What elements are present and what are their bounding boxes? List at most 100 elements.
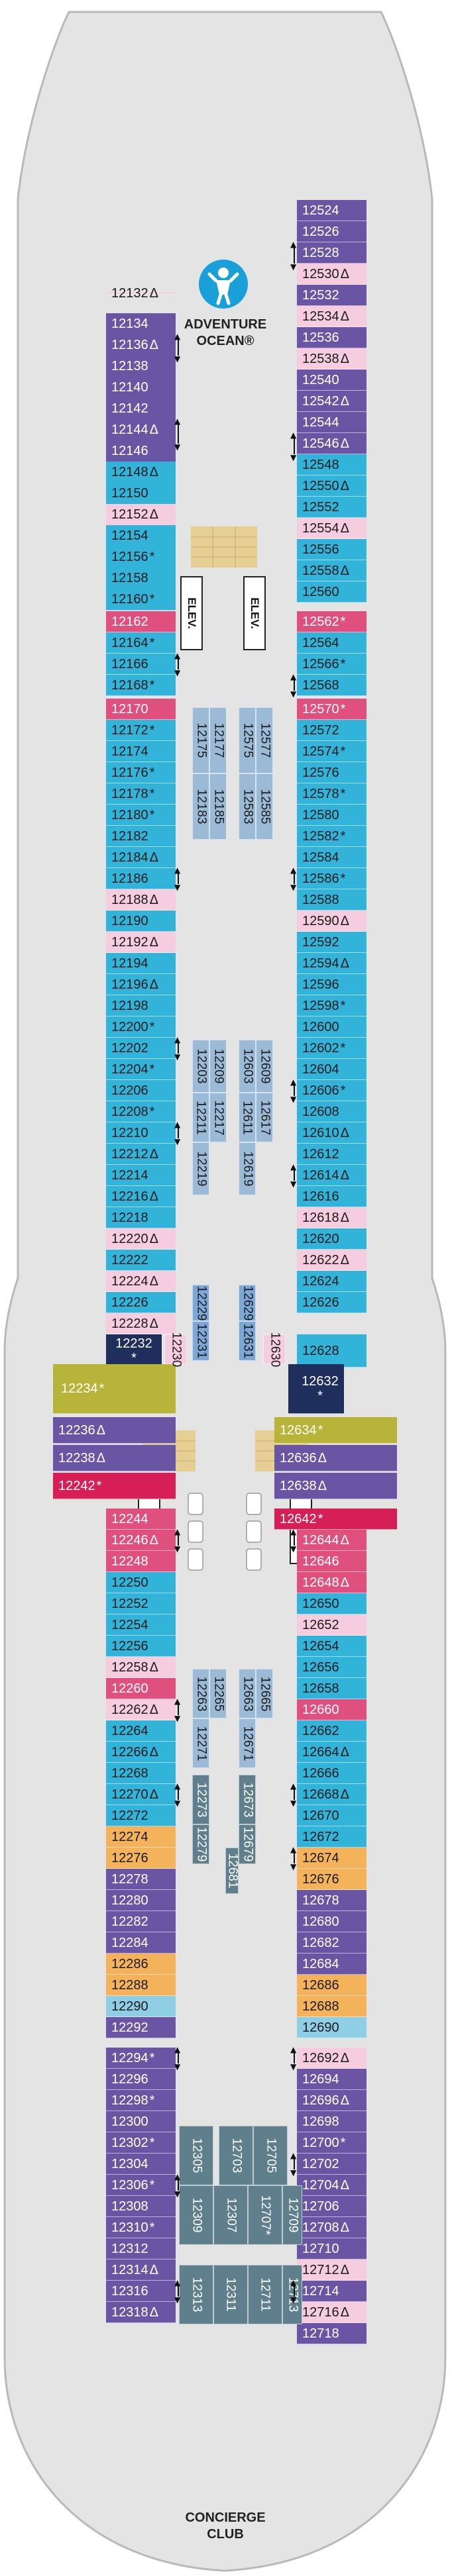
cabin-12575[interactable]: 12575 [239,707,256,773]
cabin-12278[interactable]: 12278 [106,1869,176,1890]
cabin-12544[interactable]: 12544 [297,412,366,433]
cabin-12217[interactable]: 12217 [209,1093,227,1142]
cabin-12707[interactable]: 12707* [248,2185,282,2245]
cabin-12292[interactable]: 12292 [106,2017,176,2038]
cabin-12138[interactable]: 12138 [106,356,176,377]
cabin-12272[interactable]: 12272 [106,1805,176,1826]
cabin-12265[interactable]: 12265 [209,1669,227,1718]
cabin-12714[interactable]: 12714 [297,2281,366,2302]
cabin-12313[interactable]: 12313 [179,2265,213,2324]
cabin-12242[interactable]: 12242* [53,1473,176,1499]
cabin-12234[interactable]: 12234* [53,1364,176,1414]
cabin-12566[interactable]: 12566* [297,654,366,675]
cabin-12273[interactable]: 12273 [192,1775,209,1824]
cabin-12158[interactable]: 12158 [106,568,176,589]
cabin-12628[interactable]: 12628 [297,1334,366,1367]
cabin-12182[interactable]: 12182 [106,826,176,847]
cabin-12162[interactable]: 12162 [106,611,176,632]
cabin-12164[interactable]: 12164* [106,632,176,654]
cabin-12686[interactable]: 12686 [297,1975,366,1996]
cabin-12586[interactable]: 12586* [297,868,366,889]
cabin-12176[interactable]: 12176* [106,762,176,783]
cabin-12150[interactable]: 12150 [106,483,176,505]
cabin-12710[interactable]: 12710 [297,2238,366,2259]
cabin-12620[interactable]: 12620 [297,1228,366,1250]
cabin-12552[interactable]: 12552 [297,497,366,518]
cabin-12296[interactable]: 12296 [106,2069,176,2090]
cabin-12226[interactable]: 12226 [106,1292,176,1313]
cabin-12305[interactable]: 12305 [179,2126,213,2185]
cabin-12271[interactable]: 12271 [192,1718,209,1768]
cabin-12209[interactable]: 12209 [209,1040,227,1093]
cabin-12574[interactable]: 12574* [297,741,366,762]
cabin-12598[interactable]: 12598* [297,995,366,1016]
cabin-12218[interactable]: 12218 [106,1207,176,1228]
cabin-12306[interactable]: 12306* [106,2175,176,2196]
cabin-12711[interactable]: 12711 [248,2265,282,2324]
cabin-12264[interactable]: 12264 [106,1720,176,1742]
cabin-12172[interactable]: 12172* [106,720,176,741]
cabin-12568[interactable]: 12568 [297,675,366,696]
cabin-12230[interactable]: 12230 [164,1332,187,1367]
cabin-12672[interactable]: 12672 [297,1826,366,1848]
cabin-12146[interactable]: 12146 [106,440,176,462]
cabin-12690[interactable]: 12690 [297,2017,366,2038]
cabin-12231[interactable]: 12231 [192,1321,209,1361]
cabin-12304[interactable]: 12304 [106,2154,176,2175]
cabin-12528[interactable]: 12528 [297,242,366,264]
cabin-12698[interactable]: 12698 [297,2111,366,2132]
cabin-12630[interactable]: 12630 [263,1332,286,1367]
cabin-12702[interactable]: 12702 [297,2154,366,2175]
cabin-12632[interactable]: 12632* [288,1364,344,1414]
cabin-12274[interactable]: 12274 [106,1826,176,1848]
cabin-12656[interactable]: 12656 [297,1657,366,1678]
cabin-12681[interactable]: 12681 [225,1848,239,1894]
cabin-12670[interactable]: 12670 [297,1805,366,1826]
cabin-12713[interactable]: 12713 [282,2265,302,2324]
cabin-12626[interactable]: 12626 [297,1292,366,1313]
cabin-12300[interactable]: 12300 [106,2111,176,2132]
cabin-12556[interactable]: 12556 [297,539,366,560]
cabin-12606[interactable]: 12606* [297,1080,366,1101]
cabin-12311[interactable]: 12311 [213,2265,248,2324]
cabin-12600[interactable]: 12600 [297,1016,366,1038]
cabin-12307[interactable]: 12307 [213,2185,248,2245]
cabin-12700[interactable]: 12700* [297,2132,366,2154]
cabin-12206[interactable]: 12206 [106,1080,176,1101]
cabin-12310[interactable]: 12310* [106,2217,176,2238]
cabin-12185[interactable]: 12185 [209,773,227,840]
cabin-12650[interactable]: 12650 [297,1593,366,1614]
cabin-12175[interactable]: 12175 [192,707,209,773]
cabin-12604[interactable]: 12604 [297,1059,366,1080]
cabin-12194[interactable]: 12194 [106,953,176,974]
cabin-12180[interactable]: 12180* [106,805,176,826]
cabin-12608[interactable]: 12608 [297,1101,366,1122]
cabin-12202[interactable]: 12202 [106,1038,176,1059]
